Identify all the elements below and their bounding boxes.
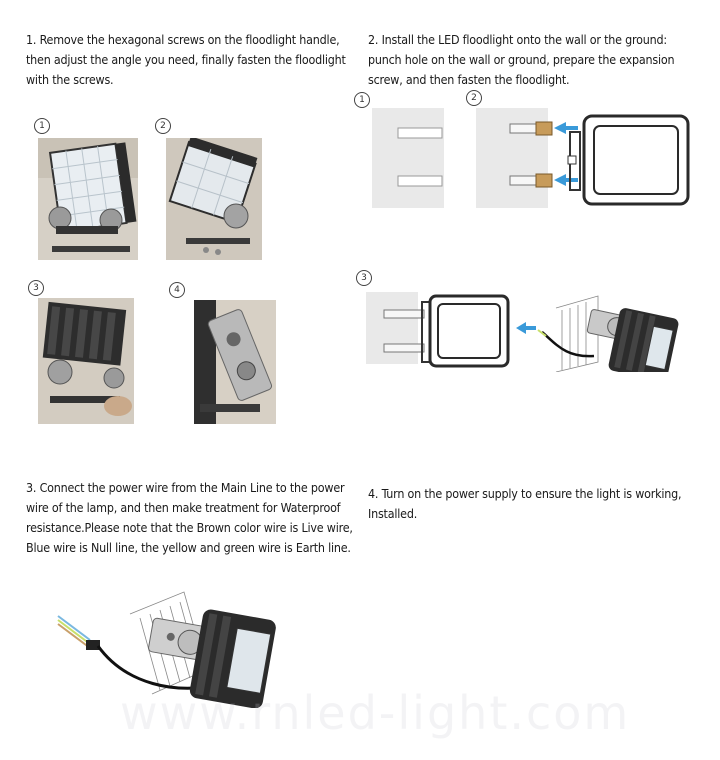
- step-4-text: 4. Turn on the power supply to ensure th…: [368, 486, 682, 521]
- marker-3: 3: [28, 280, 44, 296]
- marker-2-2: 2: [466, 90, 482, 106]
- wiring-connection-diagram: [54, 590, 286, 708]
- wall-drill-diagram: [372, 108, 444, 208]
- photo-remove-screws: [38, 138, 138, 260]
- photo-fastened-bracket: [194, 300, 276, 424]
- marker-1: 1: [34, 118, 50, 134]
- step-2-text: 2. Install the LED floodlight onto the w…: [368, 32, 675, 87]
- mounted-floodlight-diagram: [366, 292, 686, 372]
- photo-fasten-screws: [38, 298, 134, 424]
- marker-4: 4: [169, 282, 185, 298]
- step-1-text: 1. Remove the hexagonal screws on the fl…: [26, 32, 346, 87]
- photo-adjust-angle: [166, 138, 262, 260]
- marker-2-1: 1: [354, 92, 370, 108]
- watermark: www.rnled-light.com: [120, 686, 631, 740]
- marker-2-3: 3: [356, 270, 372, 286]
- expansion-screw-diagram: [476, 106, 698, 210]
- marker-2: 2: [155, 118, 171, 134]
- step-3-text: 3. Connect the power wire from the Main …: [26, 480, 353, 555]
